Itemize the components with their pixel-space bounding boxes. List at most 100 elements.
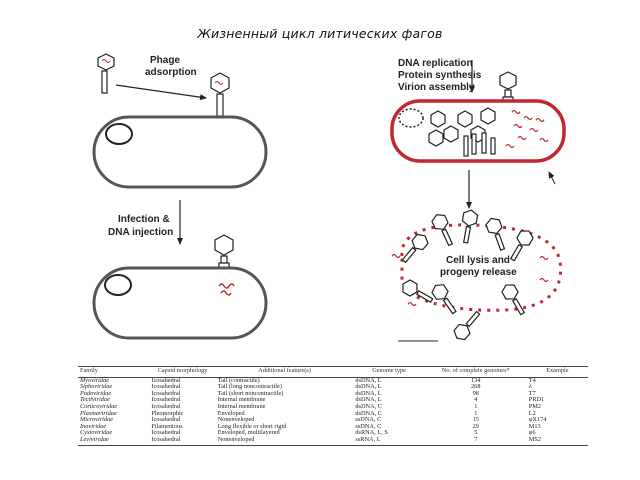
cell-capsid: Icosahedral	[151, 376, 181, 384]
cell-example: M13	[528, 422, 541, 430]
col-header-capsid: Capsid morphology	[149, 366, 216, 378]
cell-example: PM2	[528, 403, 542, 411]
cell-example: PRD1	[528, 396, 545, 404]
cell-features: Nonenveloped	[215, 436, 354, 446]
cell-example: T7	[528, 389, 536, 397]
free-phage	[97, 53, 115, 94]
cell-example: T4	[528, 376, 536, 384]
table-row: Myoviridae Icosahedral Tail (contractile) d…	[78, 377, 588, 384]
cell-capsid: Icosahedral	[151, 416, 181, 424]
cell-count: 4	[474, 396, 478, 404]
degraded-host-dna	[398, 108, 424, 128]
new-tails	[463, 132, 496, 157]
cell-family: Podoviridae	[80, 389, 112, 397]
cell-capsid: Pleomorphic	[151, 409, 184, 417]
cell-genome: dsDNA, L	[355, 376, 382, 384]
attached-phage-3	[499, 71, 517, 102]
cell-features: Nonenveloped	[217, 416, 255, 424]
cell-family: Microviridae	[80, 416, 113, 424]
cell-count: 134	[471, 376, 481, 384]
cell-features: Internal membrane	[217, 403, 266, 411]
cell-genome: ssRNA, L	[353, 436, 425, 446]
cycle-arrow	[548, 171, 556, 185]
lysis-label-2: progeny release	[440, 267, 517, 278]
col-header-features: Additional feature(s)	[215, 366, 354, 378]
col-header-example: Example	[526, 366, 588, 378]
cell-genome: dsRNA, L, S	[355, 429, 388, 437]
cell-capsid: Icosahedral	[149, 436, 216, 446]
adsorption-arrow	[115, 84, 207, 101]
new-capsids	[428, 107, 496, 147]
table-row: Corticoviridae Icosahedral Internal membra…	[78, 403, 588, 411]
host-cell-1	[92, 115, 268, 189]
cell-capsid: Icosahedral	[151, 429, 181, 437]
cell-genome: dsDNA, L	[355, 389, 382, 397]
cell-example: λ	[528, 383, 532, 391]
cell-capsid: Filamentous	[151, 422, 183, 430]
cell-genome: dsDNA, L	[355, 396, 382, 404]
table-row: Microviridae Icosahedral Nonenveloped ssDNA…	[78, 417, 588, 424]
cell-count: 7	[424, 436, 527, 446]
cell-genome: ssDNA, C	[355, 422, 382, 430]
adsorption-label: Phage	[150, 55, 180, 66]
cell-count: 1	[474, 409, 478, 417]
cell-example: MS2	[526, 436, 588, 446]
released-dna	[391, 253, 549, 307]
col-header-genome: Genome type	[353, 366, 425, 378]
cell-count: 1	[474, 403, 478, 411]
table-row: Inoviridae Filamentous Long flexible or sh…	[78, 422, 588, 431]
cell-genome: ssDNA, C	[355, 416, 382, 424]
col-header-count: No. of complete genomes*	[424, 366, 527, 378]
cell-count: 29	[472, 422, 479, 430]
released-phages	[401, 209, 534, 341]
replication-label-1: DNA replication	[398, 58, 473, 69]
cell-family: Tectiviridae	[80, 396, 110, 404]
cell-features: Tail (short noncontractile)	[217, 389, 284, 397]
cell-capsid: Icosahedral	[151, 396, 181, 404]
cell-example: L2	[528, 409, 536, 417]
cell-count: 268	[471, 383, 481, 391]
replication-label-3: Virion assembly	[398, 82, 475, 93]
injection-label-2: DNA injection	[108, 227, 173, 238]
cell-features: Tail (contractile)	[217, 376, 260, 384]
attached-phage-2	[214, 234, 234, 269]
host-dna-1	[105, 123, 133, 145]
cell-genome: dsDNA, C	[355, 403, 382, 411]
col-header-family: Family	[78, 366, 150, 378]
cell-family: Cystoviridae	[80, 429, 113, 437]
table-header-row: Family Capsid morphology Additional feat…	[78, 366, 588, 378]
cell-genome: dsDNA, C	[355, 409, 382, 417]
cell-family: Plasmaviridae	[80, 409, 117, 417]
slide-title: Жизненный цикл литических фагов	[197, 26, 443, 41]
table-row: Cystoviridae Icosahedral Enveloped, multil…	[78, 430, 588, 437]
host-dna-2	[104, 274, 132, 296]
table-row: Podoviridae Icosahedral Tail (short noncon…	[78, 389, 588, 398]
table-row: Tectiviridae Icosahedral Internal membrane…	[78, 397, 588, 404]
cell-family: Corticoviridae	[80, 403, 118, 411]
cell-capsid: Icosahedral	[151, 403, 181, 411]
cell-family: Inoviridae	[80, 422, 107, 430]
lytic-cycle-diagram: Phage adsorption Infection & DNA injecti…	[92, 53, 566, 342]
cell-family: Myoviridae	[80, 376, 110, 384]
cell-features: Enveloped, multilayered	[217, 429, 280, 437]
lysis-label-1: Cell lysis and	[446, 255, 510, 266]
attached-phage-1	[210, 72, 230, 117]
cell-example: φX174	[528, 416, 547, 424]
cell-count: 98	[472, 389, 479, 397]
cell-example: φ6	[528, 429, 536, 437]
cell-features: Long flexible or short rigid	[217, 422, 287, 430]
cell-count: 15	[472, 416, 479, 424]
table-row: Plasmaviridae Pleomorphic Enveloped dsDNA, …	[78, 409, 588, 418]
replication-label-2: Protein synthesis	[398, 70, 482, 81]
cell-features: Tail (long noncontractile)	[217, 383, 282, 391]
new-dna	[505, 109, 549, 149]
phage-families-table: Family Capsid morphology Additional feat…	[78, 366, 588, 446]
cell-family: Leviviridae	[78, 436, 150, 446]
cell-features: Internal membrane	[217, 396, 266, 404]
cell-capsid: Icosahedral	[151, 389, 181, 397]
injection-label: Infection &	[118, 214, 170, 225]
cell-features: Enveloped	[217, 409, 245, 417]
adsorption-label-2: adsorption	[145, 67, 197, 78]
